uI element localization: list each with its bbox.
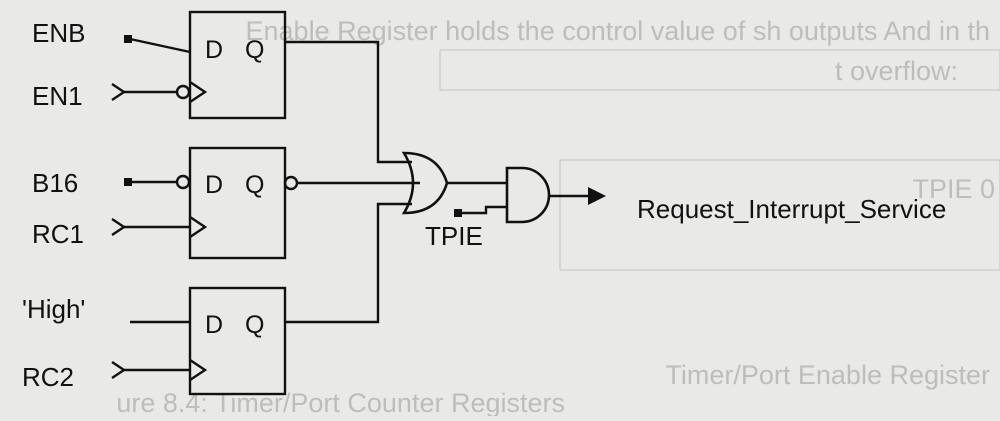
output-arrow-icon (588, 187, 606, 205)
enb-label: ENB (32, 18, 85, 48)
ghost-text-line-4: ure 8.4: Timer/Port Counter Registers (116, 388, 565, 416)
flipflop-1-clock-inverter-icon (175, 84, 191, 100)
flipflop-2-box (188, 146, 287, 260)
flipflop-3-clock-icon (189, 359, 208, 381)
flipflop-3-d-label: D (205, 311, 223, 339)
rc2-label: RC2 (22, 362, 74, 392)
tpie-label: TPIE (425, 221, 483, 251)
high-label: 'High' (22, 294, 85, 324)
flipflop-3-box (188, 286, 287, 396)
flipflop-1-d-label: D (205, 36, 223, 64)
en1-label: EN1 (32, 81, 83, 111)
b16-terminal-icon (124, 178, 132, 186)
ghost-text-line-2: t overflow: (835, 56, 958, 86)
flipflop-2-q-inverter-icon (283, 175, 299, 191)
output-label: Request_Interrupt_Service (637, 194, 946, 224)
or-gate-icon (401, 151, 449, 215)
flipflop-3-q-label: Q (245, 311, 264, 339)
and-gate-icon (505, 166, 551, 224)
ghost-register-row: TPIE 0 (912, 174, 995, 204)
q1-output-wire (285, 40, 412, 164)
q3-output-wire (285, 202, 412, 324)
flipflop-1-box (188, 10, 287, 120)
rc2-arrow-icon (111, 361, 127, 379)
tpie-terminal-icon (454, 209, 462, 217)
flipflop-2-clock-icon (189, 216, 208, 238)
flipflop-1-q-label: Q (245, 36, 264, 64)
ghost-register-box-middle (559, 159, 1000, 271)
flipflop-3: D Q (188, 286, 287, 396)
flipflop-2: D Q (175, 146, 299, 260)
rc1-arrow-icon (111, 218, 127, 236)
ghost-register-box-top (439, 49, 1000, 91)
tpie-wire (460, 205, 507, 215)
ghost-text-line-3: Timer/Port Enable Register (665, 360, 990, 390)
flipflop-2-d-inverter-icon (175, 174, 191, 190)
flipflop-2-q-label: Q (245, 171, 264, 199)
b16-label: B16 (32, 168, 78, 198)
enb-wire (129, 37, 191, 54)
flipflop-2-d-label: D (205, 171, 223, 199)
rc1-label: RC1 (32, 219, 84, 249)
en1-arrow-icon (111, 83, 127, 101)
enb-terminal-icon (124, 35, 132, 43)
flipflop-1-clock-icon (189, 81, 208, 103)
bleed-through-layer: Enable Register holds the control value … (116, 16, 1000, 418)
